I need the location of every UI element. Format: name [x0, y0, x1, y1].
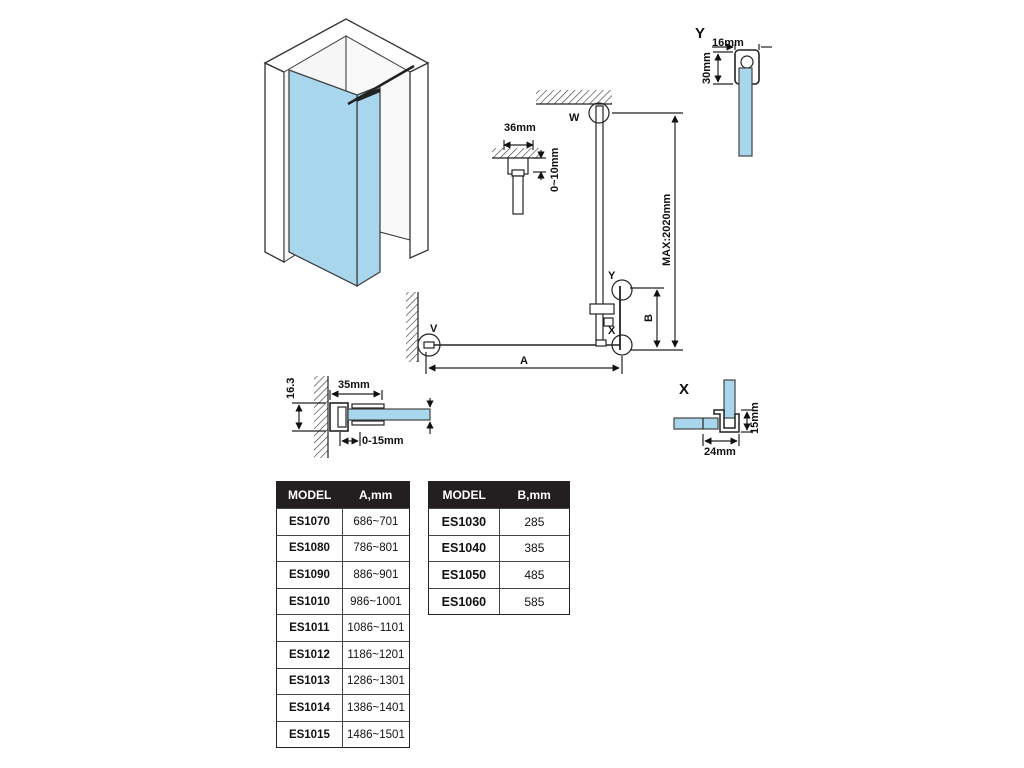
- v-adjust-label: 0-15mm: [362, 435, 404, 447]
- glass-panel-front: [288, 69, 358, 288]
- v-wall-hatch: [314, 376, 328, 458]
- top-width-label: 36mm: [504, 122, 536, 134]
- x-detail-title: X: [679, 381, 689, 398]
- value-cell: 1086~1101: [342, 614, 410, 642]
- w-marker-label: W: [569, 112, 580, 124]
- table-header-row: MODEL A,mm: [276, 481, 410, 509]
- model-cell: ES1011: [276, 614, 343, 642]
- wall-hatch-left: [406, 292, 418, 362]
- value-cell: 786~801: [342, 534, 410, 562]
- table-b-header-model: MODEL: [428, 481, 500, 509]
- model-cell: ES1012: [276, 640, 343, 669]
- y-detail: [712, 43, 772, 157]
- dimension-labels: Y 16mm 30mm 36mm 0~10mm W Y X V A B MAX:…: [285, 25, 761, 458]
- value-cell: 485: [499, 561, 570, 589]
- bracket-bar: [512, 175, 524, 215]
- v-width-label: 35mm: [338, 379, 370, 391]
- x-glass-vertical: [723, 379, 736, 419]
- model-cell: ES1040: [428, 534, 500, 562]
- detail-circle-v: [417, 333, 441, 357]
- dim-b-label: B: [643, 314, 655, 322]
- table-a-header-value: A,mm: [342, 481, 410, 509]
- v-detail: [292, 376, 434, 458]
- model-cell: ES1090: [276, 561, 343, 589]
- value-cell: 1486~1501: [342, 720, 410, 748]
- value-cell: 1186~1201: [342, 640, 410, 669]
- value-cell: 585: [499, 587, 570, 615]
- table-a-header-model: MODEL: [276, 481, 343, 509]
- v-marker-label: V: [430, 323, 438, 335]
- left-wall-face: [264, 61, 285, 264]
- y-width-label: 16mm: [712, 37, 744, 49]
- x-detail: [673, 379, 753, 446]
- ceiling-hatch: [492, 148, 540, 158]
- value-cell: 1286~1301: [342, 667, 410, 695]
- top-adjust-label: 0~10mm: [549, 147, 561, 192]
- max-height-label: MAX:2020mm: [661, 194, 673, 266]
- detail-circle-y: [611, 279, 633, 301]
- model-cell: ES1010: [276, 587, 343, 615]
- x-height-label: 15mm: [749, 402, 761, 434]
- clamp-block: [589, 303, 615, 315]
- model-cell: ES1013: [276, 667, 343, 695]
- y-marker-label: Y: [608, 270, 616, 282]
- model-cell: ES1050: [428, 561, 500, 589]
- v-height-label: 16.3: [285, 378, 297, 399]
- perspective-view: [263, 18, 430, 288]
- table-header-row: MODEL B,mm: [428, 481, 570, 509]
- value-cell: 385: [499, 534, 570, 562]
- x-marker-label: X: [608, 325, 616, 337]
- value-cell: 285: [499, 508, 570, 536]
- model-cell: ES1015: [276, 720, 343, 748]
- y-height-label: 30mm: [701, 52, 713, 84]
- value-cell: 886~901: [342, 561, 410, 589]
- front-elevation: [406, 90, 683, 374]
- x-width-label: 24mm: [704, 446, 736, 458]
- top-bracket-detail: [492, 140, 546, 215]
- support-arm-hinge: [355, 88, 381, 102]
- y-glass: [738, 67, 753, 157]
- table-b-header-value: B,mm: [499, 481, 570, 509]
- model-cell: ES1014: [276, 694, 343, 722]
- value-cell: 1386~1401: [342, 694, 410, 722]
- value-cell: 686~701: [342, 508, 410, 536]
- x-profile: [713, 409, 740, 433]
- model-cell: ES1030: [428, 508, 500, 536]
- model-cell: ES1060: [428, 587, 500, 615]
- dim-a-label: A: [520, 355, 528, 367]
- right-wall-face: [409, 61, 429, 260]
- model-cell: ES1070: [276, 508, 343, 536]
- y-detail-title: Y: [695, 25, 705, 42]
- detail-circle-w: [588, 102, 610, 124]
- model-cell: ES1080: [276, 534, 343, 562]
- value-cell: 986~1001: [342, 587, 410, 615]
- glass-panel-side: [356, 85, 381, 288]
- v-glass: [347, 408, 431, 421]
- detail-circle-x: [611, 334, 633, 356]
- ceiling-hatch-main: [536, 90, 612, 104]
- x-glass-horizontal: [673, 417, 719, 430]
